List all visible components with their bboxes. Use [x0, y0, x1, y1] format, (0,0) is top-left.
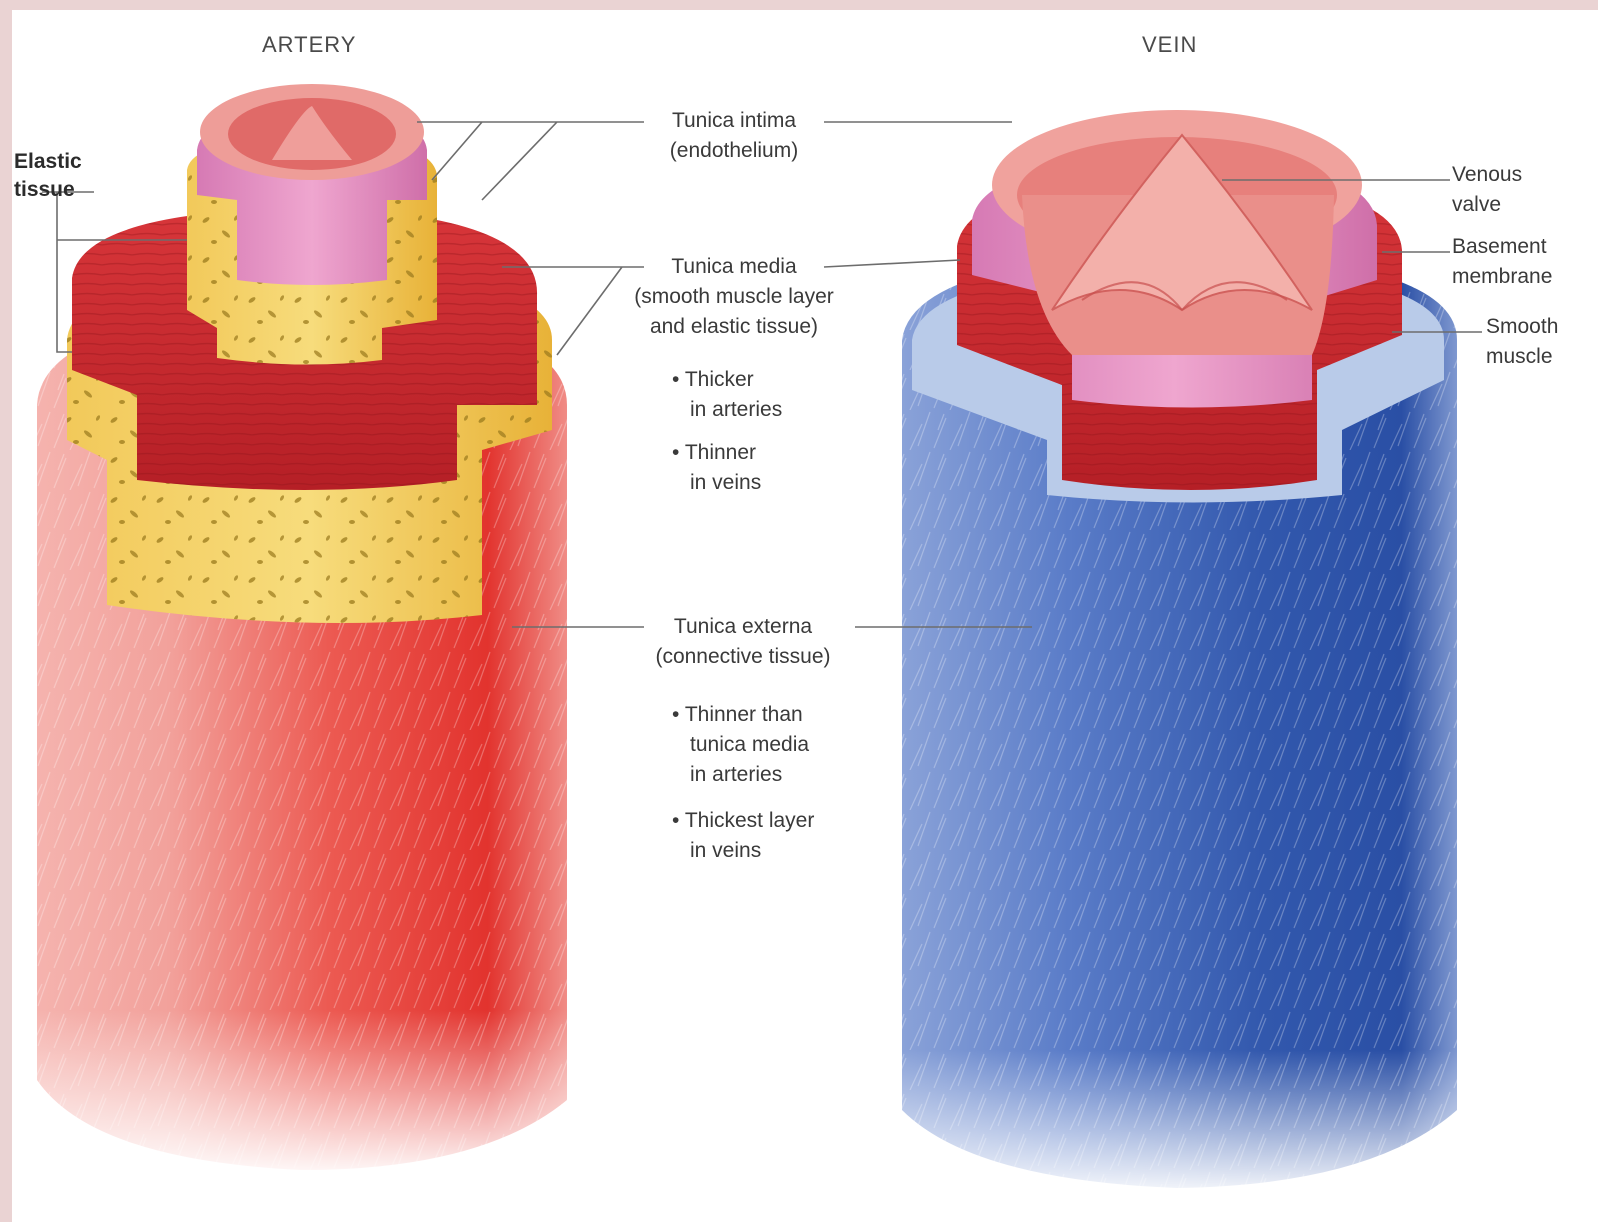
- elastic-tissue-label: Elastic tissue: [14, 148, 82, 204]
- artery-title: ARTERY: [262, 30, 356, 60]
- tunica-intima-label: Tunica intima (endothelium): [644, 106, 824, 166]
- media-note-veins: Thinner in veins: [672, 438, 761, 498]
- smooth-muscle-label: Smooth muscle: [1486, 312, 1558, 372]
- tunica-externa-label: Tunica externa (connective tissue): [628, 612, 858, 672]
- tunica-media-label: Tunica media (smooth muscle layer and el…: [604, 252, 864, 342]
- media-note-arteries: Thicker in arteries: [672, 365, 782, 425]
- diagram-frame: ARTERY VEIN Elastic tissue Tunica intima…: [12, 10, 1598, 1222]
- externa-note-veins: Thickest layer in veins: [672, 806, 814, 866]
- vein-illustration: [882, 110, 1482, 1200]
- externa-note-arteries: Thinner than tunica media in arteries: [672, 700, 809, 790]
- vein-title: VEIN: [1142, 30, 1197, 60]
- artery-illustration: [32, 84, 592, 1180]
- basement-membrane-label: Basement membrane: [1452, 232, 1552, 292]
- venous-valve-label: Venous valve: [1452, 160, 1522, 220]
